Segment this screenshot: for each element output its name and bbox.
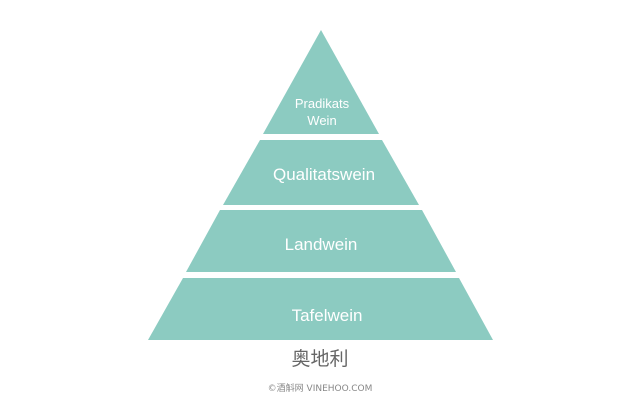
watermark-footer: ©酒斛网 VINEHOO.COM [267, 384, 373, 394]
tier-label-wein: Wein [307, 113, 336, 128]
tier-label-landwein: Landwein [285, 235, 358, 254]
tier-label-tafelwein: Tafelwein [292, 306, 363, 325]
tier-tafelwein [148, 278, 493, 340]
tier-label-pradikats: Pradikats [295, 96, 350, 111]
tier-landwein [186, 210, 456, 272]
tier-qualitatswein [223, 140, 419, 205]
tier-label-qualitatswein: Qualitatswein [273, 165, 375, 184]
caption-austria: 奥地利 [291, 348, 349, 370]
tier-pradikatswein [263, 30, 379, 134]
